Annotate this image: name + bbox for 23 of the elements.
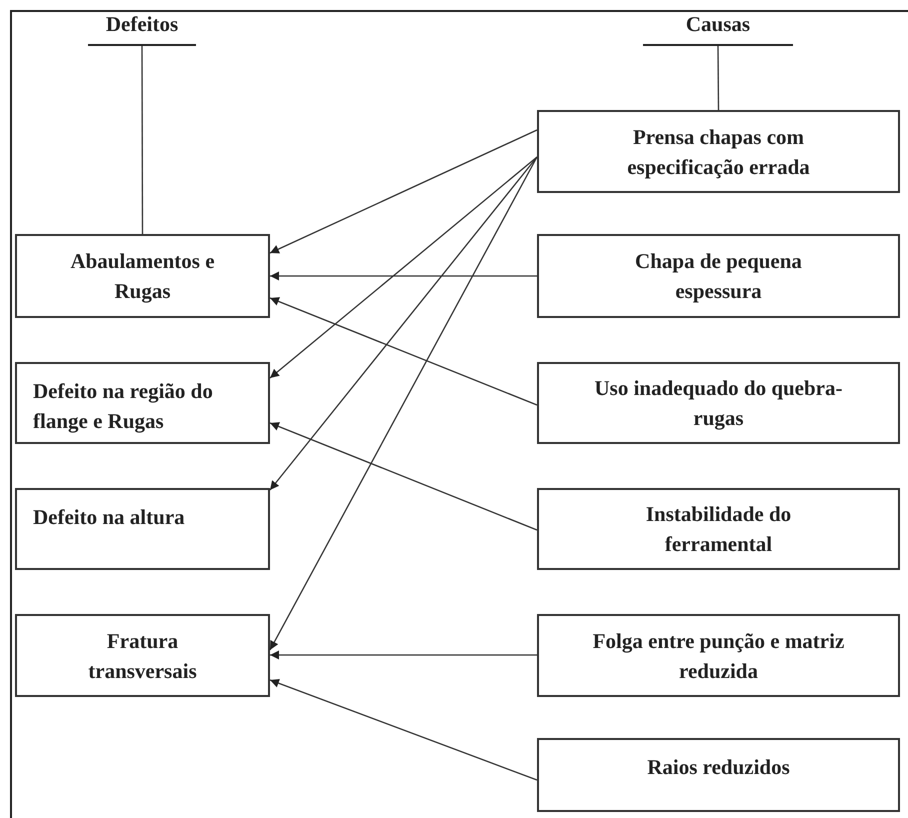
arrow — [270, 650, 537, 660]
process-box: Defeito na altura — [15, 488, 270, 570]
process-box: Abaulamentos e Rugas — [15, 234, 270, 318]
connector-line — [141, 46, 144, 234]
process-box: Defeito na região do flange e Rugas — [15, 362, 270, 444]
column-heading: Causas — [643, 14, 793, 46]
arrow — [270, 422, 538, 531]
process-box: Raios reduzidos — [537, 738, 900, 812]
arrow — [270, 156, 538, 490]
process-box: Uso inadequado do quebra-rugas — [537, 362, 900, 444]
process-box: Fratura transversais — [15, 614, 270, 697]
arrow — [270, 129, 538, 254]
column-heading: Defeitos — [88, 14, 196, 46]
process-box: Chapa de pequena espessura — [537, 234, 900, 318]
process-box: Prensa chapas com especificação errada — [537, 110, 900, 193]
arrow — [270, 297, 538, 406]
arrow — [270, 678, 538, 781]
arrow — [269, 156, 538, 650]
process-box: Instabilidade do ferramental — [537, 488, 900, 570]
connector-line — [717, 46, 720, 110]
arrow — [270, 272, 537, 280]
arrow — [270, 156, 538, 378]
process-box: Folga entre punção e matriz reduzida — [537, 614, 900, 697]
